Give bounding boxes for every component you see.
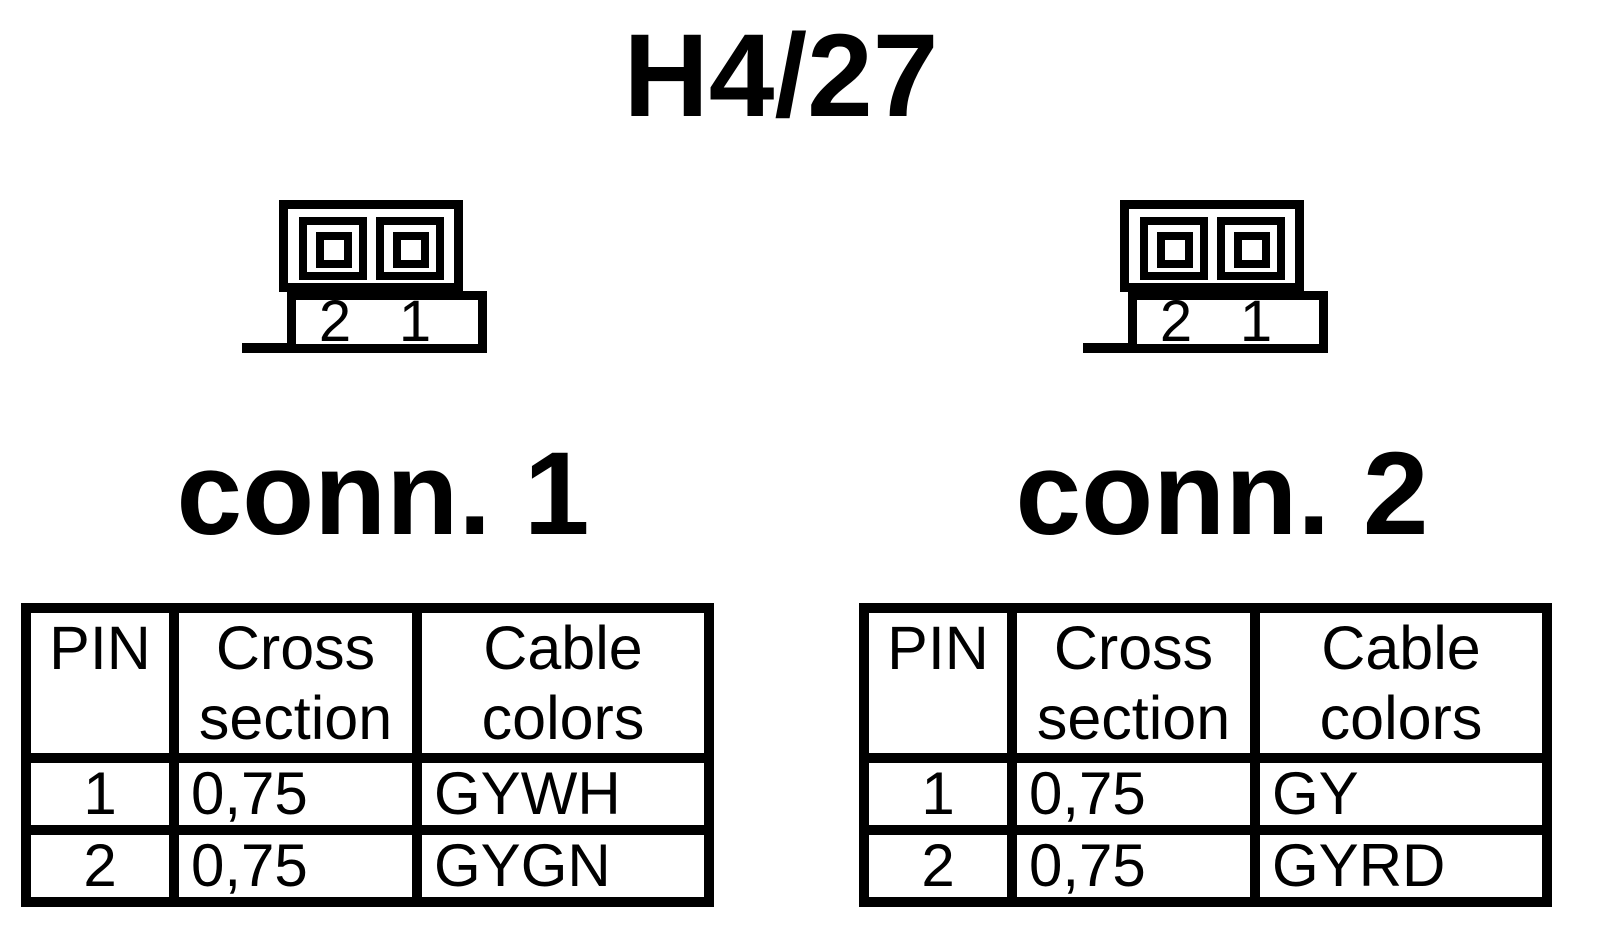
connector-1-base: 2 1 (287, 291, 487, 353)
pin-number-1: 1 (1239, 289, 1273, 354)
pin-terminal-icon (1157, 232, 1193, 268)
table-cell-cable-color: GYRD (1260, 835, 1542, 897)
table-cell-cable-color: GYWH (422, 763, 704, 825)
column-header-cable-colors: Cable colors (1260, 613, 1542, 753)
pin-table-conn2: PIN Cross section Cable colors 1 0,75 GY… (859, 603, 1552, 907)
pin-cavity-1-icon (1217, 217, 1285, 280)
connector-1-shell (279, 200, 463, 292)
table-cell-cross-section: 0,75 (179, 835, 412, 897)
table-cell-pin: 2 (869, 835, 1007, 897)
connector-2-label: conn. 2 (1015, 428, 1429, 560)
column-header-pin: PIN (31, 613, 169, 753)
connector-mount-tab (242, 343, 288, 353)
pin-number-2: 2 (1159, 289, 1193, 354)
page-title: H4/27 (623, 10, 939, 142)
pin-cavity-2-icon (1140, 217, 1208, 280)
column-header-cross-section: Cross section (179, 613, 412, 753)
pin-table-conn1: PIN Cross section Cable colors 1 0,75 GY… (21, 603, 714, 907)
column-header-cable-colors: Cable colors (422, 613, 704, 753)
pin-cavity-1-icon (376, 217, 444, 280)
column-header-pin: PIN (869, 613, 1007, 753)
pin-number-2: 2 (318, 289, 352, 354)
table-cell-pin: 1 (869, 763, 1007, 825)
connector-2-diagram: 2 1 (1081, 198, 1341, 358)
pin-terminal-icon (393, 232, 429, 268)
table-cell-pin: 1 (31, 763, 169, 825)
table-cell-pin: 2 (31, 835, 169, 897)
pin-terminal-icon (316, 232, 352, 268)
table-cell-cable-color: GY (1260, 763, 1542, 825)
connector-mount-tab (1083, 343, 1129, 353)
connector-1-diagram: 2 1 (240, 198, 500, 358)
connector-2-shell (1120, 200, 1304, 292)
table-cell-cross-section: 0,75 (179, 763, 412, 825)
column-header-cross-section: Cross section (1017, 613, 1250, 753)
pin-number-1: 1 (398, 289, 432, 354)
table-cell-cross-section: 0,75 (1017, 835, 1250, 897)
pin-cavity-2-icon (299, 217, 367, 280)
table-cell-cable-color: GYGN (422, 835, 704, 897)
connector-2-base: 2 1 (1128, 291, 1328, 353)
pin-terminal-icon (1234, 232, 1270, 268)
connector-1-label: conn. 1 (176, 428, 590, 560)
table-cell-cross-section: 0,75 (1017, 763, 1250, 825)
